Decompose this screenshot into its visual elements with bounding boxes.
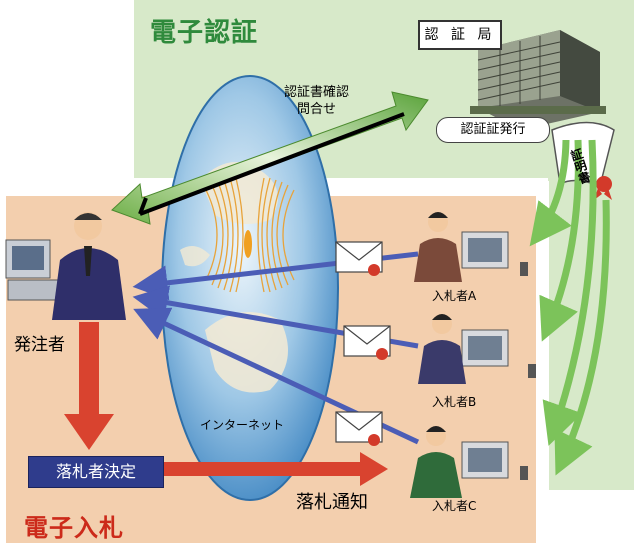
bid-envelope-icon xyxy=(343,325,391,360)
decision-flow-arrow xyxy=(64,322,114,450)
certificate-query-label: 認証書確認 問合せ xyxy=(284,84,349,118)
certificate-query-arrow xyxy=(111,91,429,225)
certificate-query-line2: 問合せ xyxy=(297,102,337,117)
winner-decision-box: 落札者決定 xyxy=(28,456,164,488)
bidder-b-person-icon xyxy=(418,314,536,384)
certificate-scroll-icon xyxy=(551,121,615,200)
bidder-b-label: 入札者B xyxy=(432,395,476,409)
bidder-a-person-icon xyxy=(414,212,528,282)
bidder-c-label: 入札者C xyxy=(432,499,476,513)
bidding-section-title: 電子入札 xyxy=(24,514,124,542)
bidder-c-person-icon xyxy=(410,426,528,498)
certification-section-title: 電子認証 xyxy=(150,18,259,48)
bidder-a-label: 入札者A xyxy=(432,289,477,303)
internet-label: インターネット xyxy=(200,418,285,432)
orderer-label: 発注者 xyxy=(14,335,65,355)
orderer-person-icon xyxy=(5,212,126,320)
award-notice-label: 落札通知 xyxy=(296,492,368,513)
bid-envelope-icon xyxy=(335,411,383,446)
certificate-issue-label: 認証証発行 xyxy=(436,117,550,143)
certificate-query-line1: 認証書確認 xyxy=(284,85,350,100)
award-notice-arrow xyxy=(162,452,388,486)
certificate-issue-arrows xyxy=(529,139,610,476)
certificate-authority-label: 認 証 局 xyxy=(418,20,502,50)
bid-envelope-icon xyxy=(335,241,383,276)
